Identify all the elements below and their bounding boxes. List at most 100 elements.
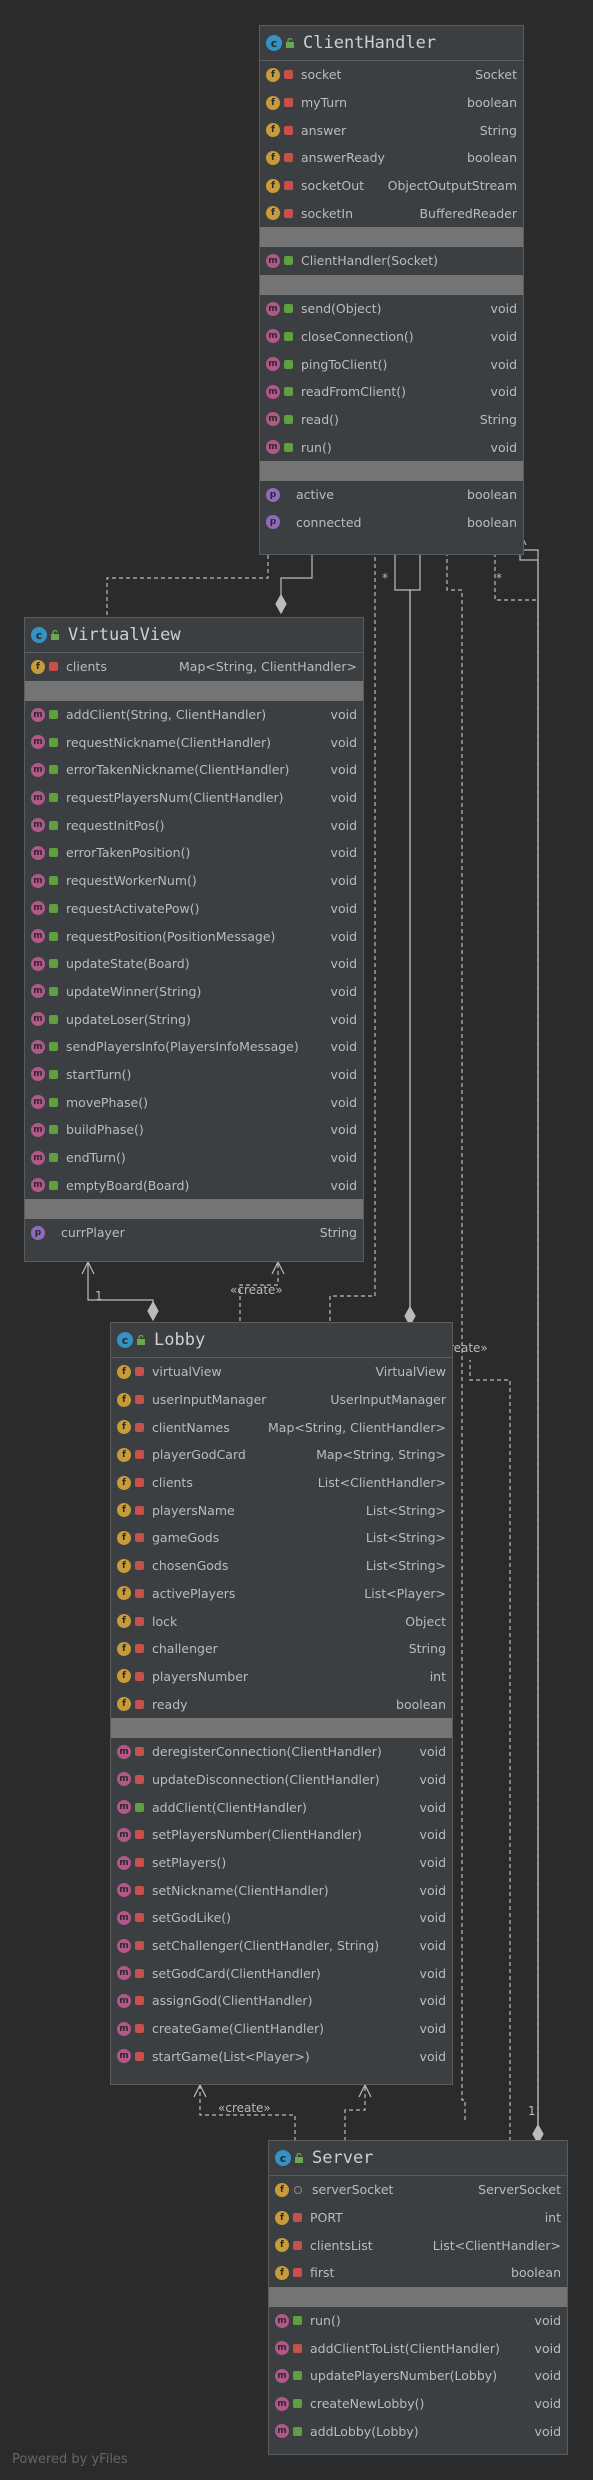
- section-separator: [260, 460, 523, 481]
- property-icon: p: [31, 1225, 45, 1240]
- private-visibility-icon: [284, 70, 293, 80]
- field-type: List<ClientHandler>: [432, 2237, 561, 2253]
- public-visibility-icon: [49, 1125, 58, 1135]
- private-visibility-icon: [135, 1616, 144, 1626]
- field-type: boolean: [467, 150, 517, 166]
- class-name: VirtualView: [68, 625, 181, 645]
- diamond-lobby-vv: [147, 1300, 159, 1322]
- method-icon: m: [117, 1827, 131, 1842]
- method-name: setNickname(ClientHandler): [152, 1882, 329, 1898]
- field-type: List<String>: [365, 1530, 446, 1546]
- method-name: closeConnection(): [301, 328, 414, 344]
- diamond-virtualview: [275, 593, 287, 615]
- method-icon: m: [266, 357, 280, 372]
- field-name: virtualView: [152, 1364, 222, 1380]
- no-visibility-icon: [284, 490, 288, 499]
- field-icon: f: [275, 2238, 289, 2253]
- field-type: ObjectOutputStream: [387, 178, 517, 194]
- method-type: void: [330, 983, 357, 999]
- section-separator: [25, 1199, 363, 1220]
- class-icon: c: [266, 35, 282, 51]
- private-visibility-icon: [293, 2213, 302, 2223]
- private-visibility-icon: [135, 1968, 144, 1978]
- method-name: run(): [310, 2313, 341, 2329]
- public-visibility-icon: [285, 38, 295, 48]
